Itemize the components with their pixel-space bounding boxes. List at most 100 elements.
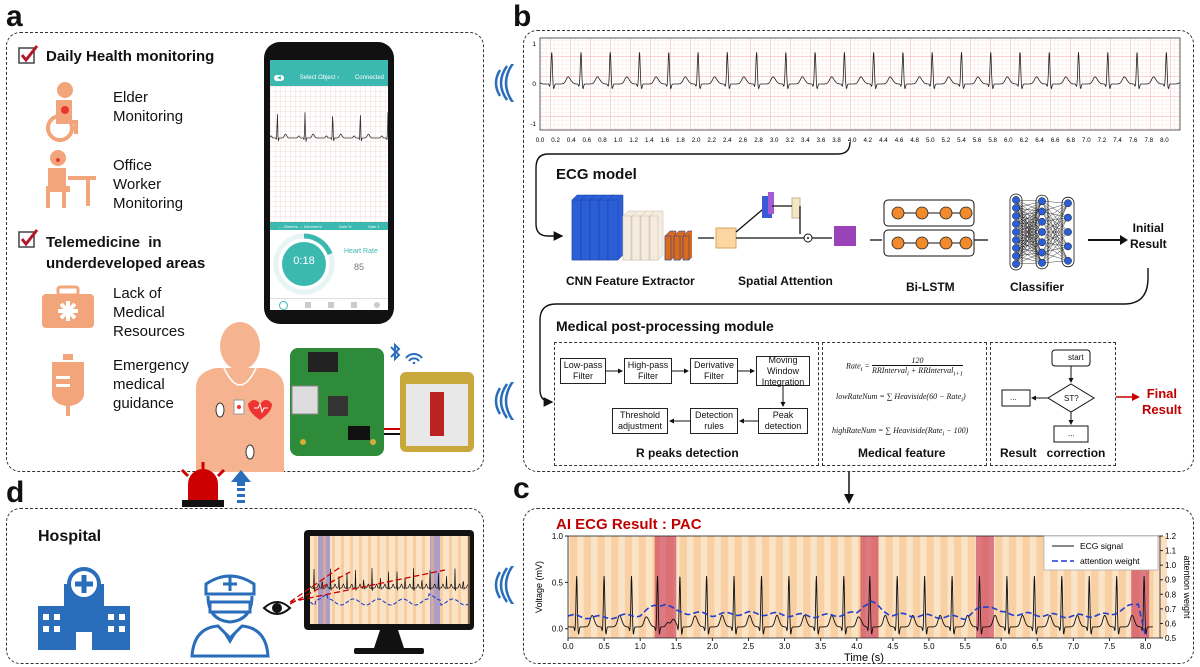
chart-right-tick: 1.1: [1165, 547, 1177, 556]
high-rate-formula-text: highRateNum = ∑ Heaviside(Rate: [832, 426, 943, 435]
top-ecg-x-tick: 6.0: [1004, 137, 1013, 144]
cnn-feature-extractor-diagram: [571, 194, 692, 261]
top-ecg-x-tick: 6.8: [1066, 137, 1075, 144]
legend-ecg-label: ECG signal: [1080, 541, 1123, 551]
eye-icon: [262, 601, 292, 615]
flowchart-start: start: [1068, 353, 1084, 362]
alarm-siren-icon: [180, 462, 226, 507]
top-ecg-x-tick: 3.2: [785, 137, 794, 144]
top-ecg-x-tick: 7.8: [1144, 137, 1153, 144]
top-ecg-x-tick: 1.6: [661, 137, 670, 144]
derivative-filter-block: Derivative Filter: [690, 358, 738, 384]
arrow-to-final-result: [1116, 393, 1140, 401]
top-ecg-x-tick: 6.2: [1020, 137, 1029, 144]
chart-right-tick: 1.2: [1165, 532, 1177, 541]
iv-bag-icon: [52, 354, 84, 416]
low-rate-formula-text: lowRateNum = ∑ Heaviside(60 − Rate: [836, 392, 962, 401]
moving-window-block: Moving Window Integration: [756, 355, 810, 387]
top-ecg-x-tick: 3.8: [832, 137, 841, 144]
tab-kit-icon[interactable]: [350, 302, 357, 308]
arrow-to-initial-result: [1088, 235, 1128, 245]
gain-button[interactable]: Gain 1: [367, 223, 380, 229]
select-object-button[interactable]: Select Object ›: [299, 75, 340, 81]
r-peaks-box: [554, 342, 819, 466]
chart-right-axis-label: attention weight: [1182, 555, 1190, 619]
bilstm-diagram: [870, 199, 988, 257]
top-ecg-x-tick: 4.0: [848, 137, 857, 144]
chart-y-tick: 0.0: [552, 625, 564, 634]
person-torso-illustration: [196, 322, 284, 472]
top-ecg-x-tick: 5.6: [973, 137, 982, 144]
heart-rate-gauge: [273, 233, 335, 295]
emergency-guidance-label: Emergency medical guidance: [113, 357, 189, 412]
postprocessing-title: Medical post-processing module: [556, 318, 774, 334]
chart-x-tick: 0.5: [599, 642, 611, 651]
top-ecg-x-tick: 5.4: [957, 137, 966, 144]
chart-y-tick: 1.0: [552, 532, 564, 541]
detection-rules-block: Detection rules: [690, 408, 738, 434]
chart-right-tick: 1.0: [1165, 561, 1177, 570]
top-ecg-x-tick: 5.8: [988, 137, 997, 144]
chart-x-tick: 0.0: [562, 642, 574, 651]
result-correction-flowchart: [1001, 349, 1095, 443]
chart-title: AI ECG Result : PAC: [556, 516, 702, 533]
chart-right-tick: 0.9: [1165, 576, 1177, 585]
wheelchair-person-icon: [46, 82, 78, 142]
top-ecg-x-tick: 8.0: [1160, 137, 1169, 144]
threshold-adjustment-block: Threshold adjustment: [612, 408, 668, 434]
tab-settings-icon[interactable]: [373, 302, 380, 308]
top-ecg-x-tick: 1.2: [629, 137, 638, 144]
flow-connector-arrows: [535, 141, 1149, 407]
chart-x-tick: 2.0: [707, 642, 719, 651]
ecg-circuit-board: [290, 348, 384, 456]
top-ecg-x-tick: 6.4: [1035, 137, 1044, 144]
medical-feature-label: Medical feature: [858, 446, 946, 460]
top-ecg-x-tick: 4.4: [879, 137, 888, 144]
monitor-display: [290, 530, 474, 654]
chart-x-tick: 5.5: [960, 642, 972, 651]
medical-feature-box: [822, 342, 987, 466]
gain-half-button[interactable]: Gain ½: [338, 223, 352, 229]
arrow-to-panel-c: [844, 472, 854, 504]
chart-x-tick: 1.0: [635, 642, 647, 651]
upload-arrow-icon: [231, 470, 251, 503]
top-ecg-x-tick: 7.6: [1129, 137, 1138, 144]
speed-setting[interactable]: ← 25mm/s → 10mm/mV: [278, 223, 323, 229]
hospital-building-icon: [38, 567, 130, 650]
tab-stats-icon[interactable]: [304, 302, 311, 308]
top-ecg-x-tick: 0.8: [598, 137, 607, 144]
flowchart-st-decision: ST?: [1064, 394, 1079, 403]
top-ecg-x-tick: 6.6: [1051, 137, 1060, 144]
cnn-label: CNN Feature Extractor: [566, 274, 695, 288]
high-rate-formula-tail: − 100): [944, 426, 969, 435]
legend-attention-label: attention weight: [1080, 556, 1140, 566]
ecg-model-title: ECG model: [556, 166, 637, 183]
tab-home-icon[interactable]: [278, 300, 288, 310]
wireless-signal-icon: [494, 382, 515, 420]
chart-x-tick: 5.0: [923, 642, 935, 651]
panel-d-box: [6, 508, 484, 664]
top-ecg-x-tick: 0.4: [567, 137, 576, 144]
classifier-label: Classifier: [1010, 280, 1065, 294]
tab-chart-icon[interactable]: [327, 302, 334, 308]
wireless-signal-icon: [494, 566, 515, 604]
top-ecg-x-tick: 7.4: [1113, 137, 1122, 144]
top-ecg-x-tick: 0.6: [583, 137, 592, 144]
chart-x-tick: 7.5: [1104, 642, 1116, 651]
bilstm-label: Bi-LSTM: [906, 280, 955, 294]
chart-x-tick: 3.0: [779, 642, 791, 651]
hospital-label: Hospital: [38, 528, 102, 545]
doctor-icon: [190, 574, 270, 658]
panel-label-b: b: [513, 0, 532, 33]
chart-right-tick: 0.7: [1165, 605, 1177, 614]
top-ecg-x-tick: 0.0: [536, 137, 545, 144]
heart-rate-value: 85: [354, 262, 365, 272]
phone-ecg-strip: [270, 86, 388, 222]
rate-formula-denominator: RRInterval: [871, 366, 908, 375]
rate-formula-lhs: Rate: [846, 361, 861, 371]
highpass-filter-block: High-pass Filter: [624, 358, 672, 384]
office-worker-icon: [46, 150, 96, 208]
checkbox-checked-icon: [18, 229, 39, 248]
chart-right-tick: 0.5: [1165, 634, 1177, 643]
